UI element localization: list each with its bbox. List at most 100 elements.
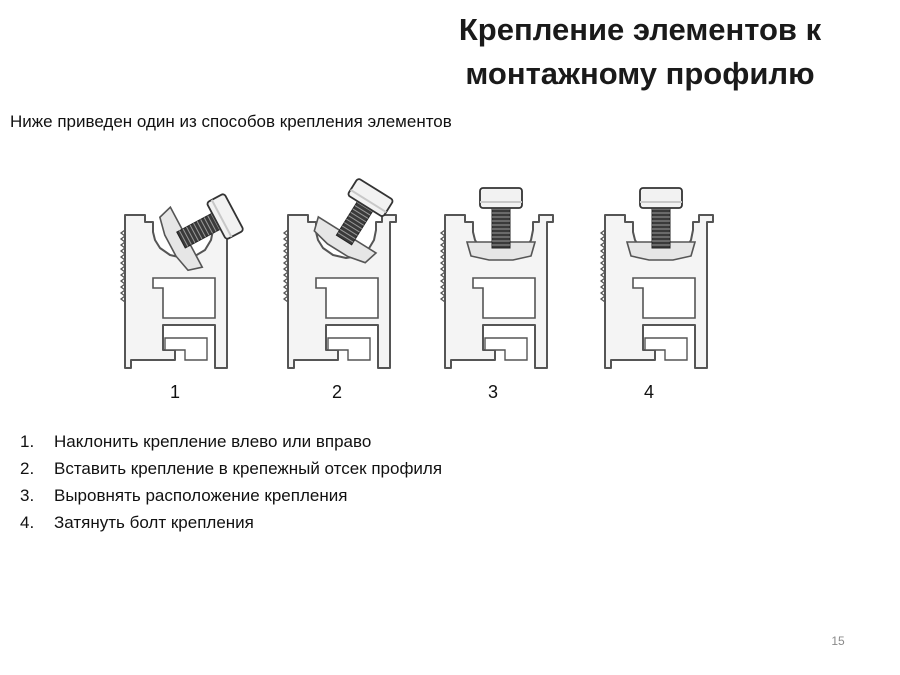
bolt-thread xyxy=(354,205,371,216)
bolt-thread xyxy=(356,201,373,213)
profile-serration xyxy=(119,229,126,303)
clamp-nut xyxy=(625,241,697,261)
clamp-assembly xyxy=(158,193,244,272)
serration-tooth xyxy=(439,289,446,297)
bolt-thread xyxy=(193,222,203,240)
bolt-head xyxy=(639,187,683,209)
serration-tooth xyxy=(599,295,606,303)
bolt-thread xyxy=(196,221,206,238)
serration-tooth xyxy=(282,283,289,291)
serration-tooth xyxy=(599,277,606,285)
bolt-shank xyxy=(651,205,671,249)
profile-inner-cavity xyxy=(644,337,688,361)
figure-step-3 xyxy=(435,160,565,370)
bolt-head-shade xyxy=(350,189,387,213)
profile-serration xyxy=(439,229,446,303)
serration-tooth xyxy=(599,241,606,249)
bolt-thread xyxy=(189,224,199,242)
bolt-thread xyxy=(350,211,367,223)
serration-tooth xyxy=(282,229,289,237)
serration-tooth xyxy=(439,235,446,243)
serration-tooth xyxy=(282,259,289,267)
serration-tooth xyxy=(599,271,606,279)
bolt-thread xyxy=(207,215,217,232)
slide-subtitle: Ниже приведен один из способов крепления… xyxy=(10,112,452,131)
serration-tooth xyxy=(119,241,126,249)
bolt-thread xyxy=(348,215,365,226)
serration-tooth xyxy=(282,241,289,249)
clamp-nut-body xyxy=(625,241,697,261)
step-item: 2.Вставить крепление в крепежный отсек п… xyxy=(20,459,443,478)
serration-tooth xyxy=(599,265,606,273)
clamp-nut xyxy=(465,241,537,261)
mounting-figures xyxy=(0,160,900,380)
bolt-shank xyxy=(491,205,511,249)
serration-tooth xyxy=(119,229,126,237)
bolt-head xyxy=(347,178,394,217)
figure-label-4: 4 xyxy=(643,382,654,402)
bolt-thread xyxy=(200,219,210,236)
serration-tooth xyxy=(282,253,289,261)
serration-tooth xyxy=(282,265,289,273)
serration-tooth xyxy=(599,289,606,297)
serration-tooth xyxy=(599,229,606,237)
profile-inner-cavity xyxy=(484,337,528,361)
bolt-thread xyxy=(182,228,192,245)
serration-tooth xyxy=(119,289,126,297)
bolt-thread xyxy=(186,226,196,244)
clamp-assembly xyxy=(625,187,697,261)
page-number: 15 xyxy=(831,634,845,648)
bolt xyxy=(335,178,394,246)
serration-tooth xyxy=(119,271,126,279)
bolt-thread xyxy=(344,222,360,233)
profile-serration xyxy=(599,229,606,303)
bolt-head xyxy=(479,187,523,209)
step-item: 4.Затянуть болт крепления xyxy=(20,513,254,532)
figure-step-4 xyxy=(595,160,725,370)
figure-step-2 xyxy=(278,160,408,370)
bolt-head-shade xyxy=(210,199,233,238)
serration-tooth xyxy=(119,253,126,261)
clamp-assembly xyxy=(313,178,394,264)
clamp-assembly xyxy=(465,187,537,261)
bolt-thread xyxy=(178,230,189,247)
profile-inner-cavity xyxy=(164,337,208,361)
profile-serration xyxy=(282,229,289,303)
figure-label-1: 1 xyxy=(169,382,180,402)
bolt xyxy=(639,187,683,249)
slide-title-line-1: Крепление элементов к xyxy=(458,12,822,47)
serration-tooth xyxy=(282,295,289,303)
profile-drawing xyxy=(599,187,714,369)
serration-tooth xyxy=(439,259,446,267)
slide-title-line-2: монтажному профилю xyxy=(465,56,815,91)
profile-drawing xyxy=(119,193,244,369)
profile-inner-cavity xyxy=(327,337,371,361)
bolt-thread xyxy=(346,218,362,230)
step-item: 3.Выровнять расположение крепления xyxy=(20,486,348,505)
slide-title: Крепление элементов к монтажному профилю xyxy=(400,8,880,96)
serration-tooth xyxy=(119,259,126,267)
serration-tooth xyxy=(599,283,606,291)
serration-tooth xyxy=(119,295,126,303)
profile-slot xyxy=(632,277,696,319)
serration-tooth xyxy=(119,235,126,243)
serration-tooth xyxy=(439,229,446,237)
serration-tooth xyxy=(599,253,606,261)
serration-tooth xyxy=(439,247,446,255)
figure-label-2: 2 xyxy=(331,382,342,402)
profile-slot xyxy=(472,277,536,319)
serration-tooth xyxy=(439,277,446,285)
serration-tooth xyxy=(119,283,126,291)
steps-list: 1.Наклонить крепление влево или вправо 2… xyxy=(20,428,442,536)
profile-drawing xyxy=(282,178,397,369)
serration-tooth xyxy=(599,235,606,243)
bolt-thread xyxy=(352,208,369,219)
bolt-thread xyxy=(210,213,221,230)
serration-tooth xyxy=(282,289,289,297)
profile-drawing xyxy=(439,187,554,369)
serration-tooth xyxy=(119,277,126,285)
serration-tooth xyxy=(599,247,606,255)
serration-tooth xyxy=(599,259,606,267)
profile-slot xyxy=(152,277,216,319)
serration-tooth xyxy=(439,295,446,303)
